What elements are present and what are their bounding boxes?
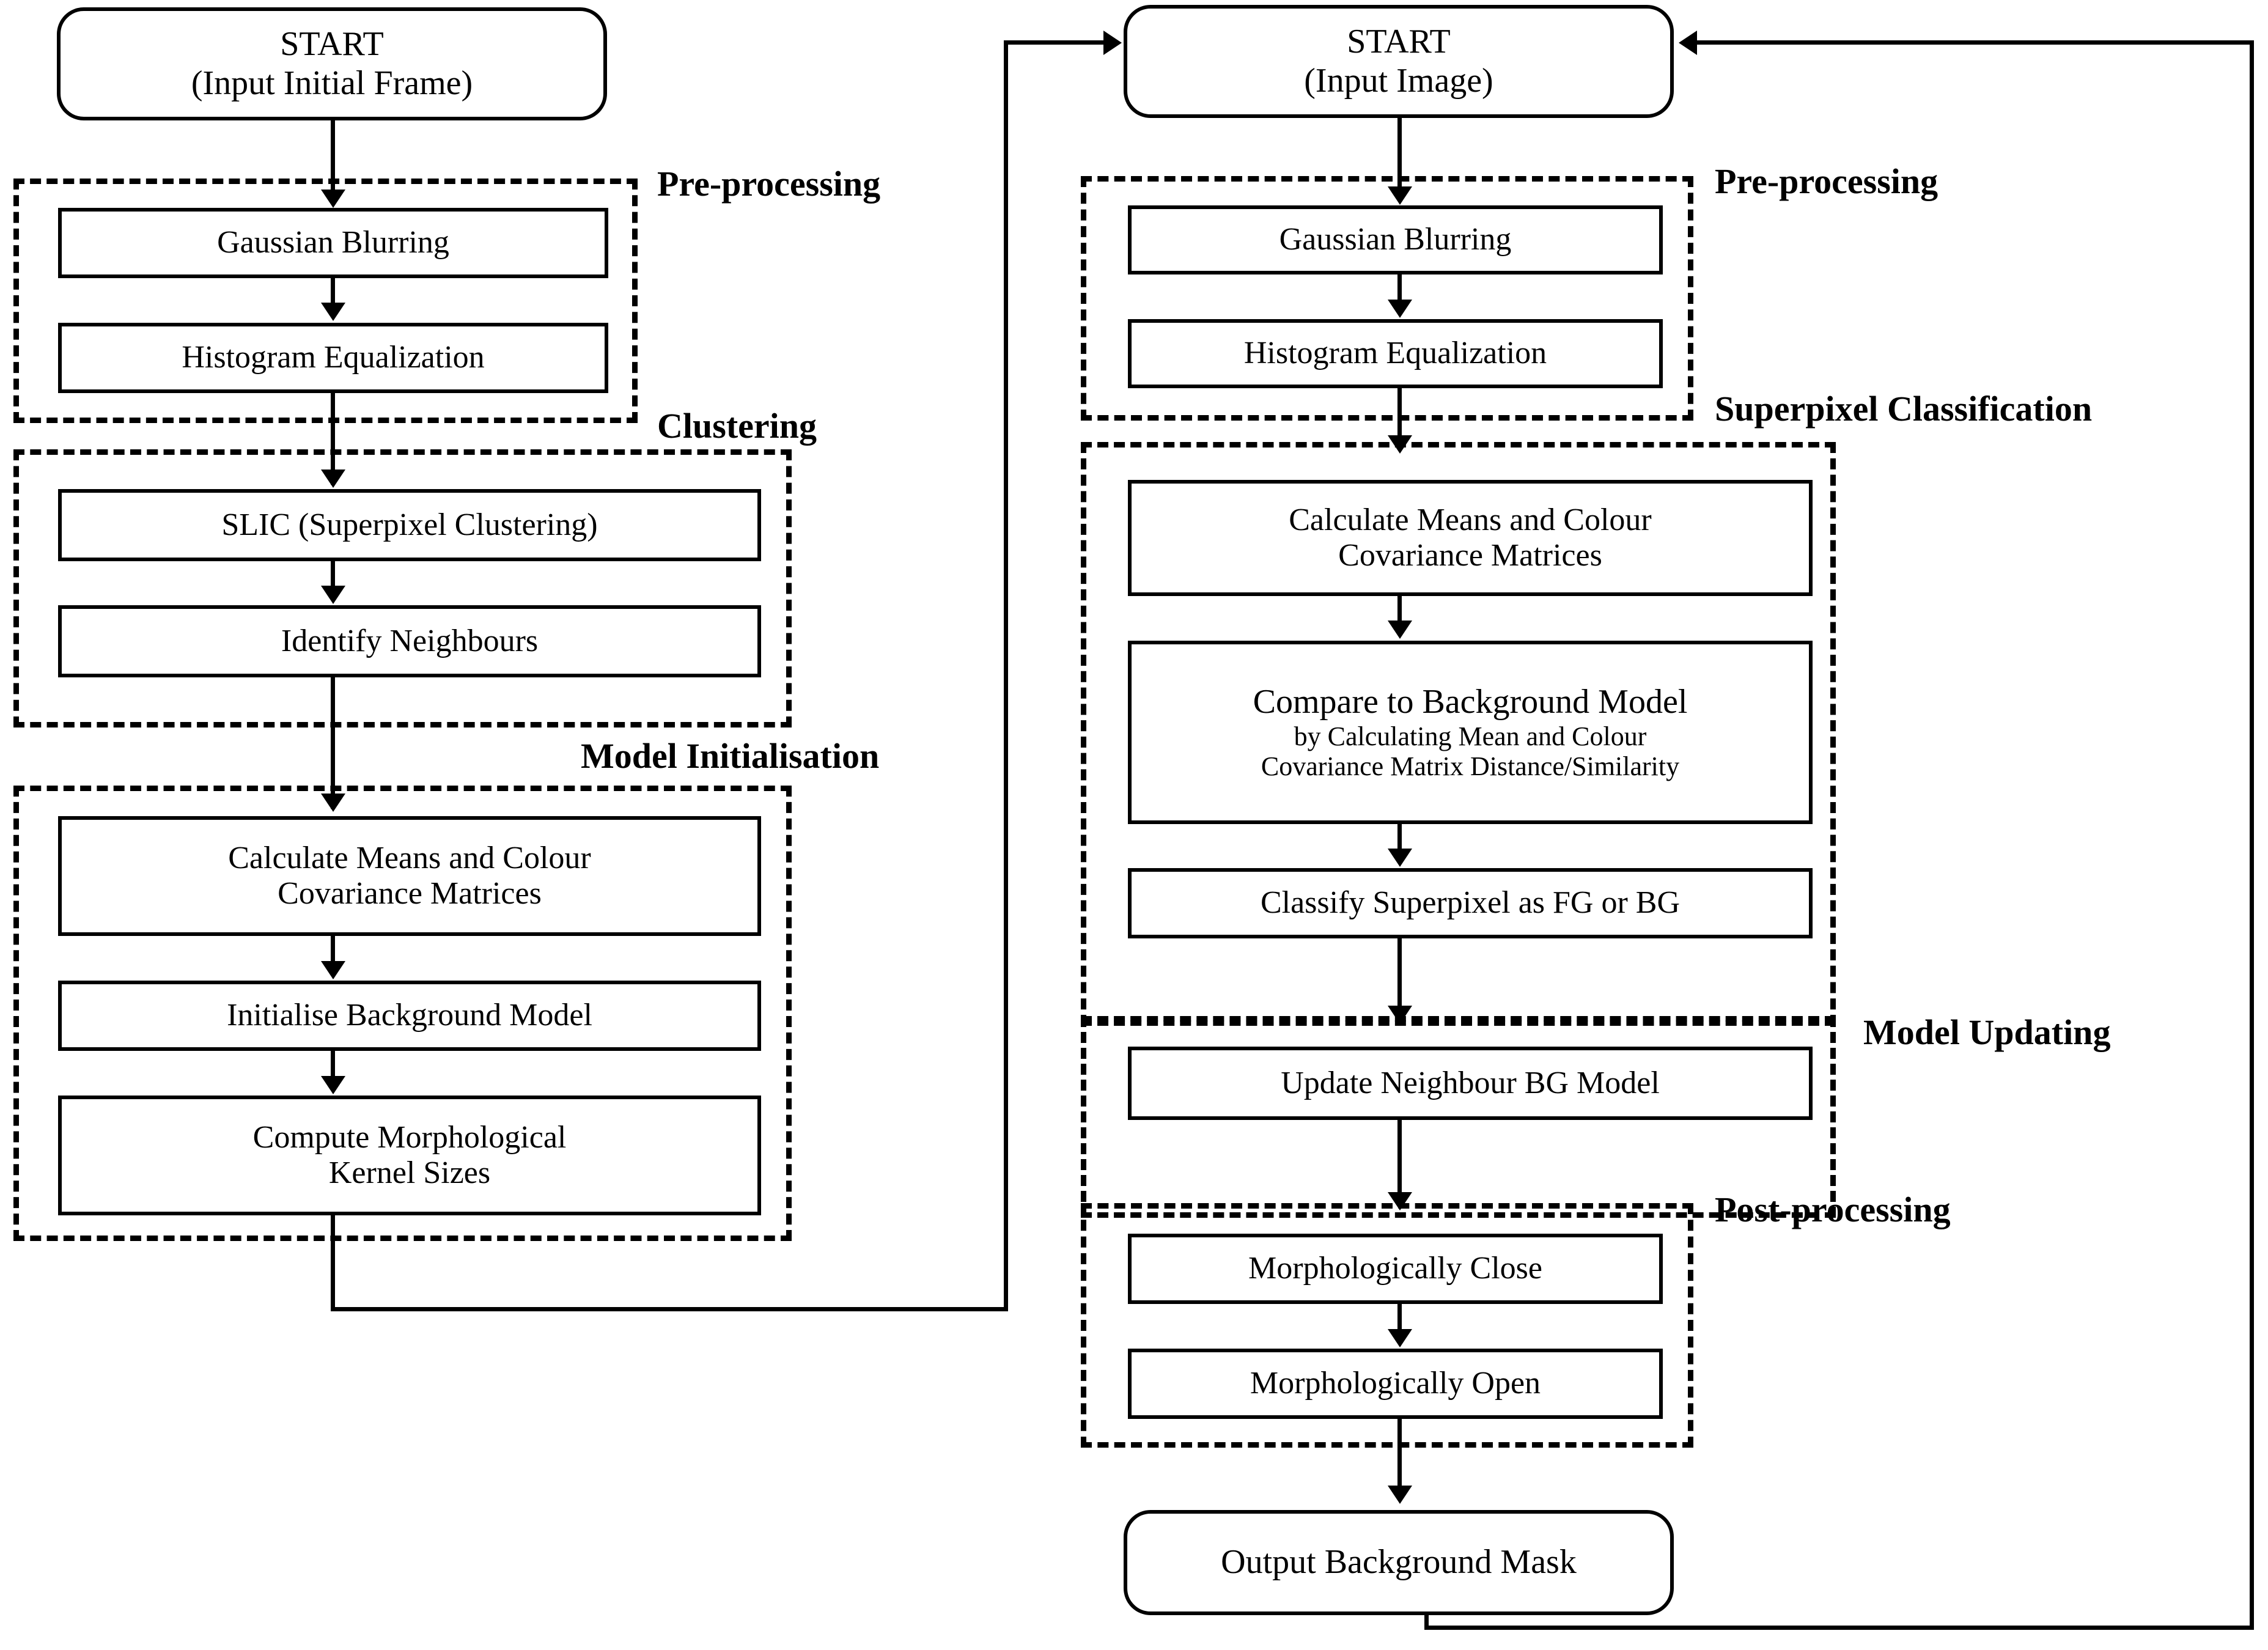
connector-right-start-to-blur	[1397, 118, 1402, 196]
left-step-initialise-background-model-label: Initialise Background Model	[227, 998, 592, 1033]
left-start-terminator: START (Input Initial Frame)	[57, 7, 607, 120]
connector-right-hist-to-calc	[1397, 388, 1402, 448]
right-output-label: Output Background Mask	[1221, 1543, 1577, 1582]
connector-right-blur-to-hist	[1397, 274, 1402, 308]
right-start-line2: (Input Image)	[1304, 61, 1493, 100]
right-step-classify-superpixel: Classify Superpixel as FG or BG	[1128, 868, 1813, 938]
group-label-right-model-updating: Model Updating	[1863, 1012, 2111, 1052]
connector-feedback-top	[1693, 40, 2253, 45]
right-step-calculate-means-line1: Calculate Means and Colour	[1289, 502, 1652, 537]
left-start-line2: (Input Initial Frame)	[191, 64, 473, 102]
left-step-slic: SLIC (Superpixel Clustering)	[58, 489, 761, 561]
arrowhead-into-right-start	[1103, 31, 1122, 55]
connector-left-start-to-blur	[331, 120, 335, 200]
group-label-left-pre-processing: Pre-processing	[657, 164, 881, 204]
right-step-histogram-equalization-label: Histogram Equalization	[1243, 336, 1547, 371]
right-step-morphologically-close: Morphologically Close	[1128, 1234, 1663, 1304]
left-step-compute-kernel-sizes-line1: Compute Morphological	[252, 1119, 567, 1155]
right-output-terminator: Output Background Mask	[1124, 1510, 1674, 1615]
left-step-identify-neighbours-label: Identify Neighbours	[281, 623, 539, 658]
arrowhead-right-calc-to-compare	[1388, 621, 1412, 639]
right-step-compare-line3: Covariance Matrix Distance/Similarity	[1261, 751, 1680, 782]
arrowhead-left-start-to-blur	[321, 190, 345, 208]
left-step-gaussian-blurring: Gaussian Blurring	[58, 208, 608, 278]
group-label-right-superpixel-classification: Superpixel Classification	[1715, 389, 2093, 429]
left-step-compute-kernel-sizes-line2: Kernel Sizes	[328, 1155, 491, 1190]
connector-feedback-right	[2250, 40, 2254, 1630]
arrowhead-right-close-to-open	[1388, 1329, 1412, 1347]
left-step-histogram-equalization-label: Histogram Equalization	[182, 340, 485, 375]
arrowhead-left-calc-to-init	[321, 961, 345, 979]
left-step-histogram-equalization: Histogram Equalization	[58, 323, 608, 393]
connector-left-output-right	[331, 1307, 1008, 1311]
left-step-calculate-means-line1: Calculate Means and Colour	[228, 840, 591, 875]
right-step-compare-line2: by Calculating Mean and Colour	[1294, 721, 1647, 752]
connector-right-update-to-close	[1397, 1120, 1402, 1206]
right-step-morphologically-close-label: Morphologically Close	[1248, 1251, 1542, 1286]
connector-left-neighbours-to-calc	[331, 677, 335, 809]
left-step-calculate-means-line2: Covariance Matrices	[278, 876, 542, 911]
right-step-update-neighbour-bg-model-label: Update Neighbour BG Model	[1281, 1065, 1660, 1100]
group-label-left-clustering: Clustering	[657, 406, 817, 446]
right-step-gaussian-blurring-label: Gaussian Blurring	[1279, 222, 1512, 257]
arrowhead-right-classify-to-update	[1388, 1006, 1412, 1024]
right-step-histogram-equalization: Histogram Equalization	[1128, 319, 1663, 388]
right-start-line1: START	[1347, 22, 1451, 61]
connector-left-blur-to-hist	[331, 278, 335, 312]
connector-left-calc-to-init	[331, 936, 335, 970]
connector-left-output-into-right-start	[1004, 40, 1114, 45]
left-step-gaussian-blurring-label: Gaussian Blurring	[217, 225, 449, 260]
connector-left-hist-to-slic	[331, 393, 335, 485]
connector-left-output-down	[331, 1215, 335, 1311]
connector-right-compare-to-classify	[1397, 824, 1402, 858]
arrowhead-left-init-to-kernel	[321, 1076, 345, 1094]
right-start-terminator: START (Input Image)	[1124, 5, 1674, 118]
group-label-right-pre-processing: Pre-processing	[1715, 161, 1938, 201]
right-step-morphologically-open: Morphologically Open	[1128, 1349, 1663, 1419]
left-step-slic-label: SLIC (Superpixel Clustering)	[221, 507, 598, 542]
connector-feedback-bottom	[1424, 1626, 2254, 1630]
right-step-calculate-means: Calculate Means and Colour Covariance Ma…	[1128, 480, 1813, 596]
left-step-calculate-means: Calculate Means and Colour Covariance Ma…	[58, 816, 761, 936]
left-step-initialise-background-model: Initialise Background Model	[58, 981, 761, 1051]
group-label-left-model-initialisation: Model Initialisation	[581, 736, 880, 776]
right-step-compare-to-background-model: Compare to Background Model by Calculati…	[1128, 641, 1813, 824]
right-step-update-neighbour-bg-model: Update Neighbour BG Model	[1128, 1047, 1813, 1120]
arrowhead-left-slic-to-neighbours	[321, 586, 345, 604]
left-step-identify-neighbours: Identify Neighbours	[58, 605, 761, 677]
right-step-morphologically-open-label: Morphologically Open	[1250, 1366, 1541, 1401]
connector-left-output-up	[1004, 40, 1008, 1311]
arrowhead-right-blur-to-hist	[1388, 300, 1412, 318]
arrowhead-right-open-to-output	[1388, 1486, 1412, 1504]
left-step-compute-kernel-sizes: Compute Morphological Kernel Sizes	[58, 1096, 761, 1215]
right-step-compare-line1: Compare to Background Model	[1253, 683, 1688, 721]
right-step-gaussian-blurring: Gaussian Blurring	[1128, 205, 1663, 274]
connector-right-close-to-open	[1397, 1304, 1402, 1338]
group-label-right-post-processing: Post-processing	[1715, 1190, 1951, 1229]
right-step-classify-superpixel-label: Classify Superpixel as FG or BG	[1260, 885, 1681, 921]
arrowhead-left-blur-to-hist	[321, 303, 345, 321]
connector-right-calc-to-compare	[1397, 596, 1402, 630]
arrowhead-right-compare-to-classify	[1388, 849, 1412, 867]
arrowhead-left-neighbours-to-calc	[321, 794, 345, 812]
left-start-line1: START	[280, 24, 384, 63]
arrowhead-right-hist-to-calc	[1388, 435, 1412, 454]
connector-right-classify-to-update	[1397, 938, 1402, 1021]
connector-left-slic-to-neighbours	[331, 561, 335, 595]
arrowhead-left-hist-to-slic	[321, 470, 345, 488]
arrowhead-right-update-to-close	[1388, 1192, 1412, 1210]
arrowhead-right-start-to-blur	[1388, 186, 1412, 205]
connector-left-init-to-kernel	[331, 1051, 335, 1085]
arrowhead-feedback-into-right-start	[1679, 31, 1697, 55]
connector-right-open-to-output	[1397, 1419, 1402, 1498]
right-step-calculate-means-line2: Covariance Matrices	[1338, 538, 1602, 573]
